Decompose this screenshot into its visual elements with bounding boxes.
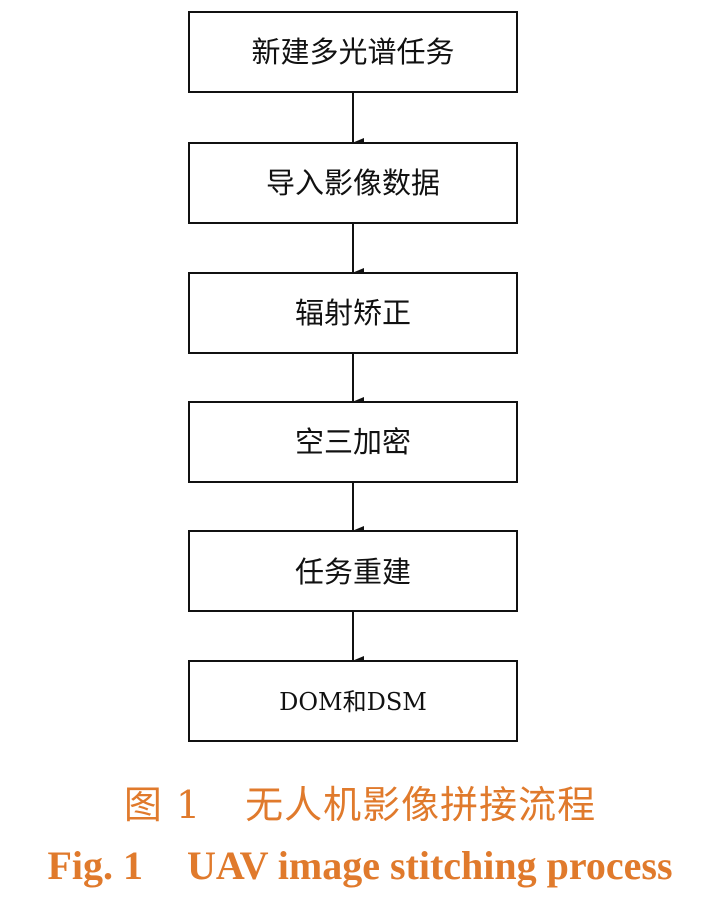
flow-node-label: 导入影像数据: [266, 166, 440, 200]
flow-node-label: DOM和DSM: [279, 688, 427, 716]
flow-node-aerial-triangulation: 空三加密: [188, 401, 518, 483]
flow-node-label: 新建多光谱任务: [251, 35, 454, 69]
figure-title-zh: 无人机影像拼接流程: [245, 783, 597, 827]
flow-node-import-data: 导入影像数据: [188, 142, 518, 224]
figure-number-en: Fig. 1: [47, 843, 143, 888]
flow-node-task-reconstruction: 任务重建: [188, 530, 518, 612]
figure-caption-zh: 图 1 无人机影像拼接流程: [0, 774, 720, 829]
flow-node-label: 空三加密: [295, 425, 411, 459]
flow-node-dom-dsm: DOM和DSM: [188, 660, 518, 742]
figure-number-zh: 图 1: [123, 783, 202, 827]
figure-title-en: UAV image stitching process: [186, 843, 673, 888]
flow-node-label: 辐射矫正: [295, 296, 411, 330]
figure-caption-en: Fig. 1 UAV image stitching process: [0, 842, 720, 889]
flow-node-new-task: 新建多光谱任务: [188, 11, 518, 93]
flow-node-radiometric-correction: 辐射矫正: [188, 272, 518, 354]
flow-node-label: 任务重建: [295, 555, 411, 589]
